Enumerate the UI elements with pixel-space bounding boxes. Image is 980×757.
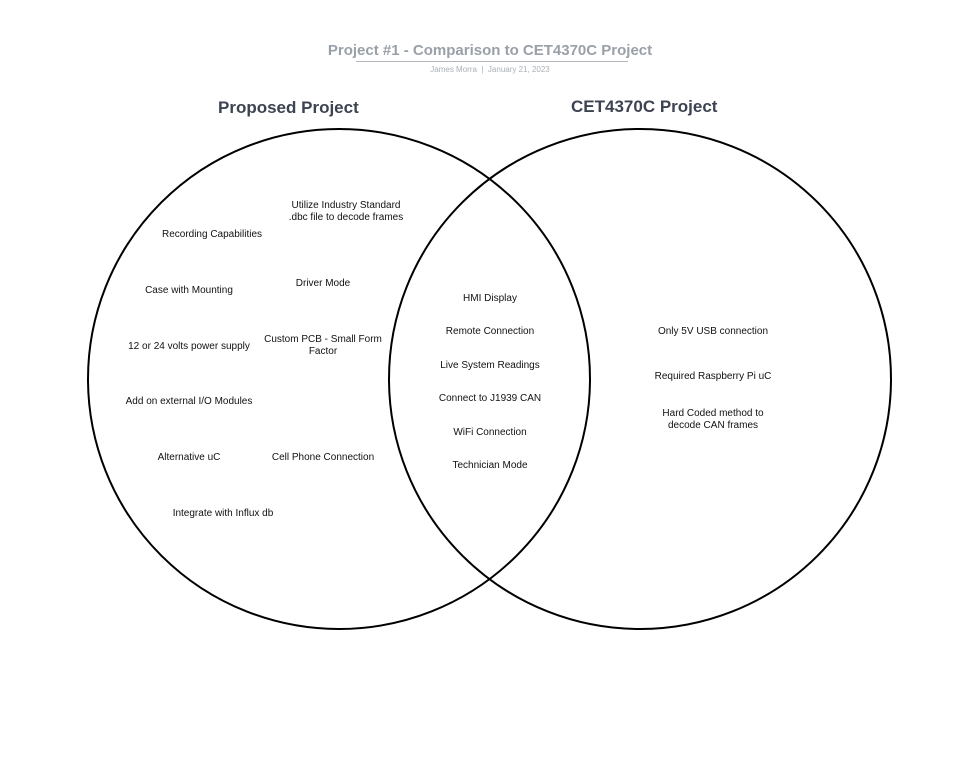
- intersection-item: Live System Readings: [440, 360, 540, 371]
- right-item: Hard Coded method to decode CAN frames: [662, 408, 764, 431]
- left-item: Driver Mode: [295, 278, 351, 289]
- intersection-item: HMI Display: [463, 293, 517, 304]
- left-item: Alternative uC: [157, 452, 221, 463]
- left-item: Add on external I/O Modules: [125, 396, 253, 407]
- set-label-cet4370c-project: CET4370C Project: [571, 97, 718, 116]
- left-item: Case with Mounting: [145, 285, 233, 296]
- subtitle-separator: |: [481, 65, 484, 74]
- page-subtitle: James Morra | January 21, 2023: [0, 65, 980, 74]
- right-item: Required Raspberry Pi uC: [654, 371, 772, 382]
- set-label-proposed-project: Proposed Project: [218, 98, 359, 117]
- date: January 21, 2023: [487, 65, 550, 74]
- left-item: Custom PCB - Small Form Factor: [264, 334, 382, 357]
- author: James Morra: [430, 65, 477, 74]
- intersection-item: Connect to J1939 CAN: [438, 393, 542, 404]
- left-item: Recording Capabilities: [161, 229, 263, 240]
- title-underline: [356, 61, 628, 62]
- page-title: Project #1 - Comparison to CET4370C Proj…: [327, 42, 653, 59]
- intersection-item: Technician Mode: [452, 460, 528, 471]
- left-item: Integrate with Influx db: [172, 508, 274, 519]
- intersection-item: Remote Connection: [445, 326, 535, 337]
- left-item: 12 or 24 volts power supply: [128, 341, 250, 352]
- circle-proposed-project: [87, 128, 591, 630]
- intersection-item: WiFi Connection: [453, 427, 527, 438]
- circle-cet4370c-project: [388, 128, 892, 630]
- left-item: Cell Phone Connection: [271, 452, 375, 463]
- right-item: Only 5V USB connection: [657, 326, 769, 337]
- left-item: Utilize Industry Standard .dbc file to d…: [288, 200, 404, 223]
